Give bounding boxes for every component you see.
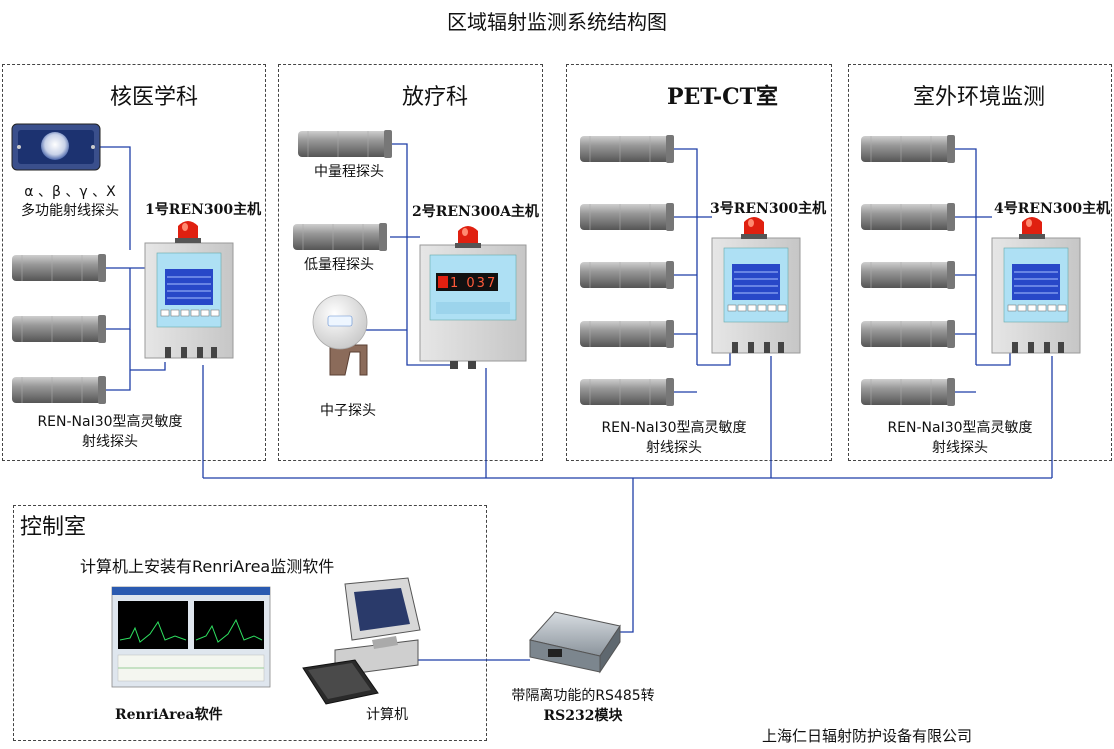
company-name: 上海仁日辐射防护设备有限公司: [762, 727, 973, 745]
multi-probe-label: 多功能射线探头: [21, 203, 119, 219]
mid-probe-label: 中量程探头: [314, 164, 384, 180]
nai30-probe: [579, 134, 675, 164]
computer-icon: [302, 577, 421, 705]
host-label: 3号REN300主机: [710, 201, 827, 217]
nai30-probe: [579, 202, 675, 232]
host-unit-3: [711, 237, 801, 354]
software-screenshot: [111, 586, 271, 688]
probe-label: REN-NaI30型高灵敏度: [887, 420, 1033, 436]
low-range-probe: [292, 222, 388, 252]
probe-label: REN-NaI30型高灵敏度: [37, 414, 183, 430]
nai30-probe: [11, 314, 107, 344]
software-label: RenriArea软件: [115, 707, 223, 723]
nai30-probe: [860, 377, 956, 407]
diagram-title: 区域辐射监测系统结构图: [447, 10, 667, 34]
alarm-light-icon: [175, 221, 201, 243]
host-label: 1号REN300主机: [145, 202, 262, 218]
computer-label: 计算机: [366, 707, 408, 723]
dept-title-petct: PET-CT室: [667, 84, 779, 110]
alarm-light-icon: [455, 226, 481, 248]
nai30-probe: [860, 260, 956, 290]
host-unit-4: [991, 237, 1081, 354]
nai30-probe: [11, 253, 107, 283]
wiring: [100, 143, 1053, 661]
neutron-probe-label: 中子探头: [320, 403, 376, 419]
multi-function-probe: [11, 123, 101, 171]
alarm-light-icon: [1019, 217, 1045, 239]
nai30-probe: [860, 134, 956, 164]
alarm-light-icon: [741, 217, 767, 239]
host-label: 2号REN300A主机: [412, 204, 539, 220]
dept-box-radiotherapy: [278, 64, 543, 461]
host-unit-1: [144, 242, 234, 359]
dept-title-nuclear: 核医学科: [110, 85, 199, 110]
nai30-probe: [11, 375, 107, 405]
multi-probe-label: α 、β 、γ 、X: [24, 184, 116, 200]
nai30-probe: [579, 377, 675, 407]
dept-title-outdoor: 室外环境监测: [913, 85, 1046, 110]
probe-label: 射线探头: [646, 440, 702, 456]
converter-label: RS232模块: [543, 708, 623, 724]
neutron-probe: [312, 294, 368, 376]
mid-range-probe: [297, 129, 393, 159]
probe-label: 射线探头: [82, 434, 138, 450]
host-2-display-value: 1 037: [450, 276, 497, 291]
converter-label: 带隔离功能的RS485转: [511, 688, 655, 704]
nai30-probe: [579, 319, 675, 349]
probe-label: REN-NaI30型高灵敏度: [601, 420, 747, 436]
low-probe-label: 低量程探头: [304, 257, 374, 273]
control-room-title: 控制室: [20, 515, 87, 540]
control-room-subtitle: 计算机上安装有RenriArea监测软件: [80, 557, 335, 576]
dept-box-petct: [566, 64, 832, 461]
nai30-probe: [860, 202, 956, 232]
host-label: 4号REN300主机: [994, 201, 1111, 217]
probe-label: 射线探头: [932, 440, 988, 456]
nai30-probe: [579, 260, 675, 290]
rs485-rs232-converter: [529, 611, 621, 674]
dept-box-outdoor: [848, 64, 1112, 461]
control-room-box: [13, 505, 487, 741]
host-unit-2: [419, 244, 527, 369]
nai30-probe: [860, 319, 956, 349]
dept-box-nuclear: [2, 64, 266, 461]
dept-title-radiotherapy: 放疗科: [402, 85, 469, 110]
